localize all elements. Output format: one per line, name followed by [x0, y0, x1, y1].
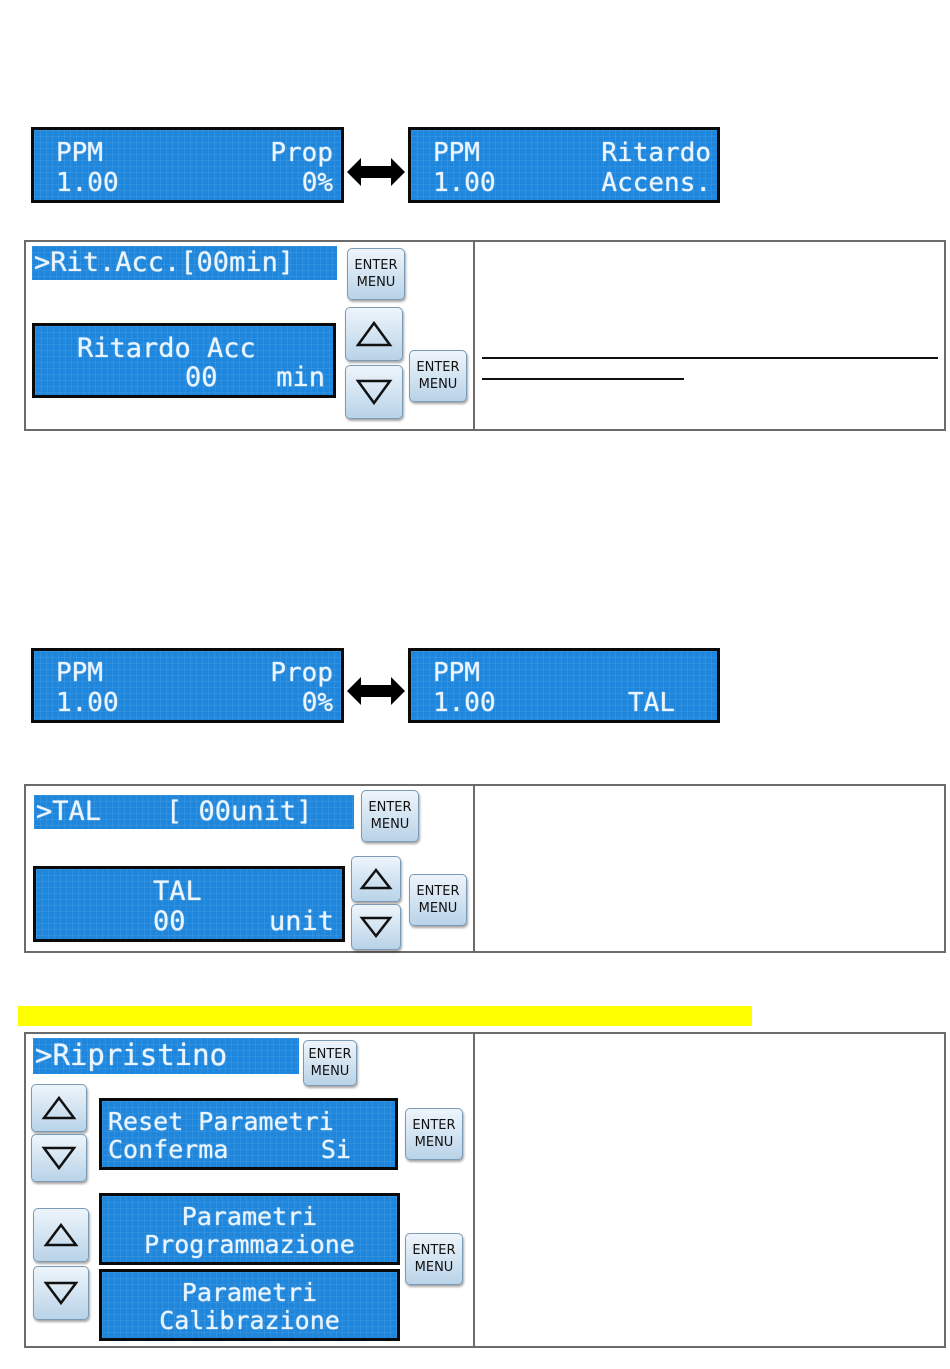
- confirm-label: Conferma: [108, 1135, 229, 1164]
- menu-header-tal: >TAL [ 00unit]: [34, 795, 354, 829]
- double-arrow-icon: [347, 158, 405, 186]
- enter-label: ENTER: [412, 1118, 456, 1133]
- up-triangle-icon: [355, 320, 393, 347]
- up-triangle-icon: [41, 1095, 77, 1120]
- lcd-line1-right: Prop: [270, 138, 333, 168]
- up-button[interactable]: [31, 1084, 87, 1132]
- enter-menu-button[interactable]: ENTER MENU: [303, 1040, 357, 1086]
- enter-menu-button[interactable]: ENTER MENU: [405, 1108, 463, 1160]
- lcd-line1-left: PPM: [433, 138, 480, 168]
- enter-label: ENTER: [416, 884, 460, 899]
- up-button[interactable]: [345, 307, 403, 361]
- panel-tal: [24, 784, 946, 953]
- lcd-line1-left: PPM: [56, 138, 103, 168]
- down-button[interactable]: [33, 1266, 89, 1320]
- param-unit: unit: [268, 906, 334, 937]
- panel-divider: [473, 784, 475, 953]
- lcd-line1-left: PPM: [56, 658, 103, 688]
- lcd-line2-right: TAL: [628, 688, 675, 718]
- enter-menu-button[interactable]: ENTER MENU: [405, 1233, 463, 1285]
- calib-line2: Calibrazione: [159, 1306, 340, 1335]
- param-value: 00: [153, 906, 186, 937]
- down-button[interactable]: [31, 1134, 87, 1182]
- down-triangle-icon: [43, 1281, 79, 1306]
- calib-line1: Parametri: [181, 1278, 318, 1307]
- param-display-rit-acc: Ritardo Acc 00 min: [32, 323, 336, 398]
- panel-divider: [473, 240, 475, 431]
- panel-ripristino: [24, 1032, 946, 1348]
- enter-menu-button[interactable]: ENTER MENU: [409, 874, 467, 926]
- param-name: Ritardo Acc: [77, 333, 256, 364]
- up-triangle-icon: [43, 1222, 79, 1247]
- prog-line1: Parametri: [181, 1202, 318, 1231]
- status-display-prop: PPM Prop 1.00 0%: [31, 127, 344, 203]
- lcd-line2-left: 1.00: [56, 168, 119, 198]
- status-display-tal: PPM 1.00 TAL: [408, 648, 720, 723]
- up-button[interactable]: [33, 1208, 89, 1262]
- panel-divider: [473, 1032, 475, 1348]
- up-triangle-icon: [359, 867, 393, 890]
- param-value: 00: [185, 362, 218, 393]
- lcd-line1-right: Prop: [270, 658, 333, 688]
- lcd-line1-left: PPM: [433, 658, 480, 688]
- menu-label: MENU: [356, 275, 396, 290]
- menu-label: MENU: [418, 901, 458, 916]
- reset-confirm-display: Reset Parametri Conferma Si: [99, 1098, 398, 1170]
- menu-label: MENU: [370, 817, 410, 832]
- param-display-tal: TAL 00 unit: [33, 866, 345, 942]
- menu-label: MENU: [414, 1135, 454, 1150]
- lcd-line2-left: 1.00: [433, 688, 496, 718]
- panel-ritardo-accensione: [24, 240, 946, 431]
- menu-label: MENU: [310, 1064, 350, 1079]
- param-unit: min: [276, 362, 325, 393]
- lcd-line2-right: 0%: [301, 688, 333, 718]
- status-display-prop: PPM Prop 1.00 0%: [31, 648, 344, 723]
- param-calib-display: Parametri Calibrazione: [99, 1269, 400, 1341]
- lcd-line2-left: 1.00: [433, 168, 496, 198]
- param-name: TAL: [153, 876, 202, 907]
- highlight-bar: [18, 1006, 752, 1026]
- down-button[interactable]: [351, 904, 401, 950]
- enter-label: ENTER: [354, 258, 398, 273]
- enter-label: ENTER: [416, 360, 460, 375]
- underline-rule: [482, 357, 938, 359]
- menu-header-rit-acc: >Rit.Acc.[00min]: [32, 246, 337, 280]
- prog-line2: Programmazione: [144, 1230, 355, 1259]
- enter-menu-button[interactable]: ENTER MENU: [361, 790, 419, 842]
- double-arrow-icon: [347, 677, 405, 705]
- param-prog-display: Parametri Programmazione: [99, 1193, 400, 1265]
- menu-label: MENU: [418, 377, 458, 392]
- underline-rule: [482, 378, 684, 380]
- down-triangle-icon: [359, 916, 393, 939]
- reset-line1: Reset Parametri: [108, 1107, 334, 1136]
- lcd-line2-right: Accens.: [601, 168, 711, 198]
- enter-label: ENTER: [412, 1243, 456, 1258]
- up-button[interactable]: [351, 856, 401, 902]
- confirm-value: Si: [320, 1135, 351, 1164]
- enter-label: ENTER: [368, 800, 412, 815]
- lcd-line2-right: 0%: [301, 168, 333, 198]
- down-triangle-icon: [355, 379, 393, 406]
- lcd-line1-right: Ritardo: [601, 138, 711, 168]
- status-display-delay: PPM Ritardo 1.00 Accens.: [408, 127, 720, 203]
- enter-label: ENTER: [308, 1047, 352, 1062]
- enter-menu-button[interactable]: ENTER MENU: [409, 350, 467, 402]
- lcd-line2-left: 1.00: [56, 688, 119, 718]
- down-button[interactable]: [345, 365, 403, 419]
- enter-menu-button[interactable]: ENTER MENU: [347, 248, 405, 300]
- menu-label: MENU: [414, 1260, 454, 1275]
- down-triangle-icon: [41, 1146, 77, 1171]
- menu-header-ripristino: >Ripristino: [33, 1038, 299, 1074]
